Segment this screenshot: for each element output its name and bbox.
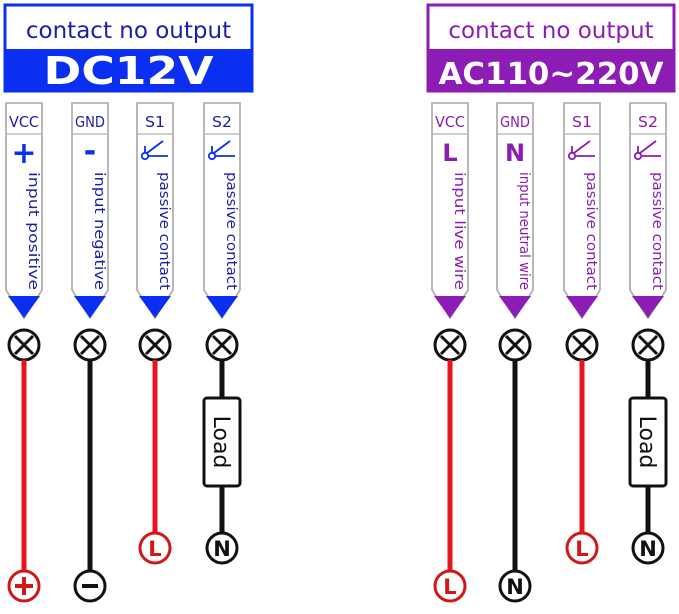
- end-terminal-label: N: [213, 537, 231, 561]
- terminal-name: S1: [145, 113, 165, 131]
- terminal-name: S2: [212, 113, 232, 131]
- screw-cross: [439, 334, 461, 356]
- terminal-name: GND: [500, 113, 530, 131]
- terminal-description: input negative: [91, 172, 107, 290]
- terminal-name: S1: [572, 113, 592, 131]
- switch-lever: [146, 140, 164, 154]
- terminal-description: passive contact: [583, 172, 599, 290]
- terminal-name: VCC: [435, 113, 465, 131]
- end-terminal-label: N: [506, 575, 524, 599]
- plus-icon: +: [11, 136, 36, 171]
- load-box: [628, 396, 668, 488]
- screw-cross: [13, 334, 35, 356]
- terminal-arrow: [499, 296, 531, 318]
- header-text: contact no output: [448, 18, 653, 44]
- end-terminal: [498, 569, 532, 603]
- terminal-name: S2: [638, 113, 658, 131]
- load-box: [202, 396, 242, 488]
- minus-icon: -: [84, 134, 96, 169]
- terminal-arrow: [74, 296, 106, 318]
- screw-cross: [144, 334, 166, 356]
- switch-icon: [633, 140, 661, 161]
- screw-cross: [504, 334, 526, 356]
- terminal-vcc: VCC +input positive: [5, 102, 43, 603]
- screw-cross: [571, 334, 593, 356]
- terminal-gnd: GND - input negative: [71, 102, 109, 603]
- voltage-banner: [5, 49, 252, 91]
- terminal-arrow: [8, 296, 40, 318]
- terminal-symbol: L: [442, 139, 457, 167]
- terminal-arrow: [632, 296, 664, 318]
- screw-cross: [211, 334, 233, 356]
- end-terminal-label: N: [639, 537, 657, 561]
- end-terminal: [205, 531, 239, 565]
- load-label: Load: [634, 416, 659, 469]
- end-terminal-label: L: [443, 575, 456, 599]
- end-terminal: [631, 531, 665, 565]
- switch-lever: [213, 140, 231, 154]
- end-terminal: [565, 531, 599, 565]
- end-terminal: [138, 531, 172, 565]
- end-terminal-label: L: [148, 537, 161, 561]
- end-terminal: [433, 569, 467, 603]
- voltage-label: DC12V: [44, 49, 215, 93]
- switch-icon: [140, 140, 168, 161]
- terminal-name: GND: [75, 113, 105, 131]
- terminal-name: VCC: [9, 113, 39, 131]
- terminal-description: input neutral wire: [516, 172, 532, 290]
- switch-icon: [207, 140, 235, 161]
- terminal-arrow: [139, 296, 171, 318]
- terminal-description: passive contact: [223, 172, 239, 290]
- header-text: contact no output: [26, 18, 231, 44]
- terminal-arrow: [206, 296, 238, 318]
- screw-cross: [79, 334, 101, 356]
- voltage-label: AC110~220V: [439, 57, 665, 92]
- end-terminal-label: L: [575, 537, 588, 561]
- load-label: Load: [208, 416, 233, 469]
- screw-cross: [637, 334, 659, 356]
- terminal-arrow: [434, 296, 466, 318]
- switch-lever: [639, 140, 657, 154]
- switch-lever: [573, 140, 591, 154]
- switch-icon: [567, 140, 595, 161]
- terminal-description: input positive: [25, 172, 41, 290]
- terminal-description: passive contact: [156, 172, 172, 290]
- terminal-arrow: [566, 296, 598, 318]
- voltage-banner: [428, 49, 674, 91]
- terminal-description: passive contact: [649, 172, 665, 290]
- terminal-description: input live wire: [451, 172, 467, 290]
- terminal-symbol: N: [505, 139, 525, 167]
